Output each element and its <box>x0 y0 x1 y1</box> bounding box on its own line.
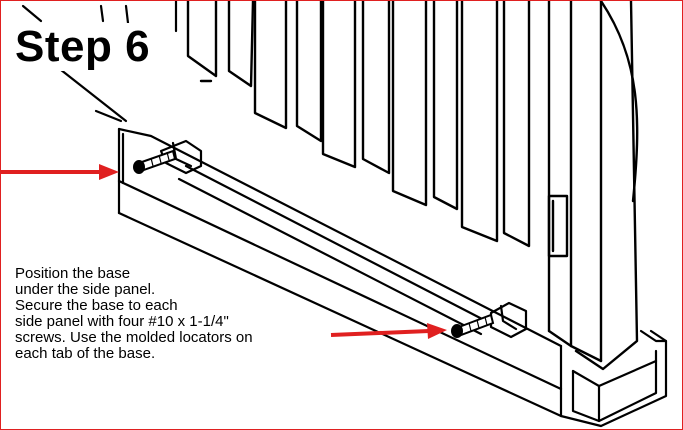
base-rod <box>177 177 483 336</box>
right-locator <box>489 301 528 339</box>
slat <box>186 1 218 83</box>
base-top-edge <box>117 127 563 348</box>
panel-edge-line <box>54 64 128 123</box>
instruction-line: under the side panel. <box>15 281 156 298</box>
slat <box>502 1 531 248</box>
slat <box>295 1 357 169</box>
instruction-line: screws. Use the molded locators on <box>15 329 253 346</box>
instruction-text: Position the base under the side panel. … <box>15 266 315 362</box>
screw-left <box>133 149 177 174</box>
base-front-bottom <box>117 211 563 418</box>
instruction-line: each tab of the base. <box>15 345 156 362</box>
instruction-line: Position the base <box>15 265 131 282</box>
slat <box>361 1 428 207</box>
end-post <box>547 1 639 371</box>
screw-arrow-right <box>330 323 447 339</box>
screw-right <box>451 313 495 338</box>
screw-arrow-left <box>1 164 119 180</box>
panel-edge-line <box>94 109 123 123</box>
base-front-top <box>117 179 563 391</box>
slat <box>432 1 499 243</box>
instruction-line: Secure the base to each <box>15 297 178 314</box>
instruction-line: side panel with four #10 x 1-1/4" <box>15 313 229 330</box>
step-title: Step 6 <box>5 23 161 71</box>
slat <box>227 1 288 130</box>
base-end-block <box>559 329 668 428</box>
base-rod <box>184 164 488 323</box>
